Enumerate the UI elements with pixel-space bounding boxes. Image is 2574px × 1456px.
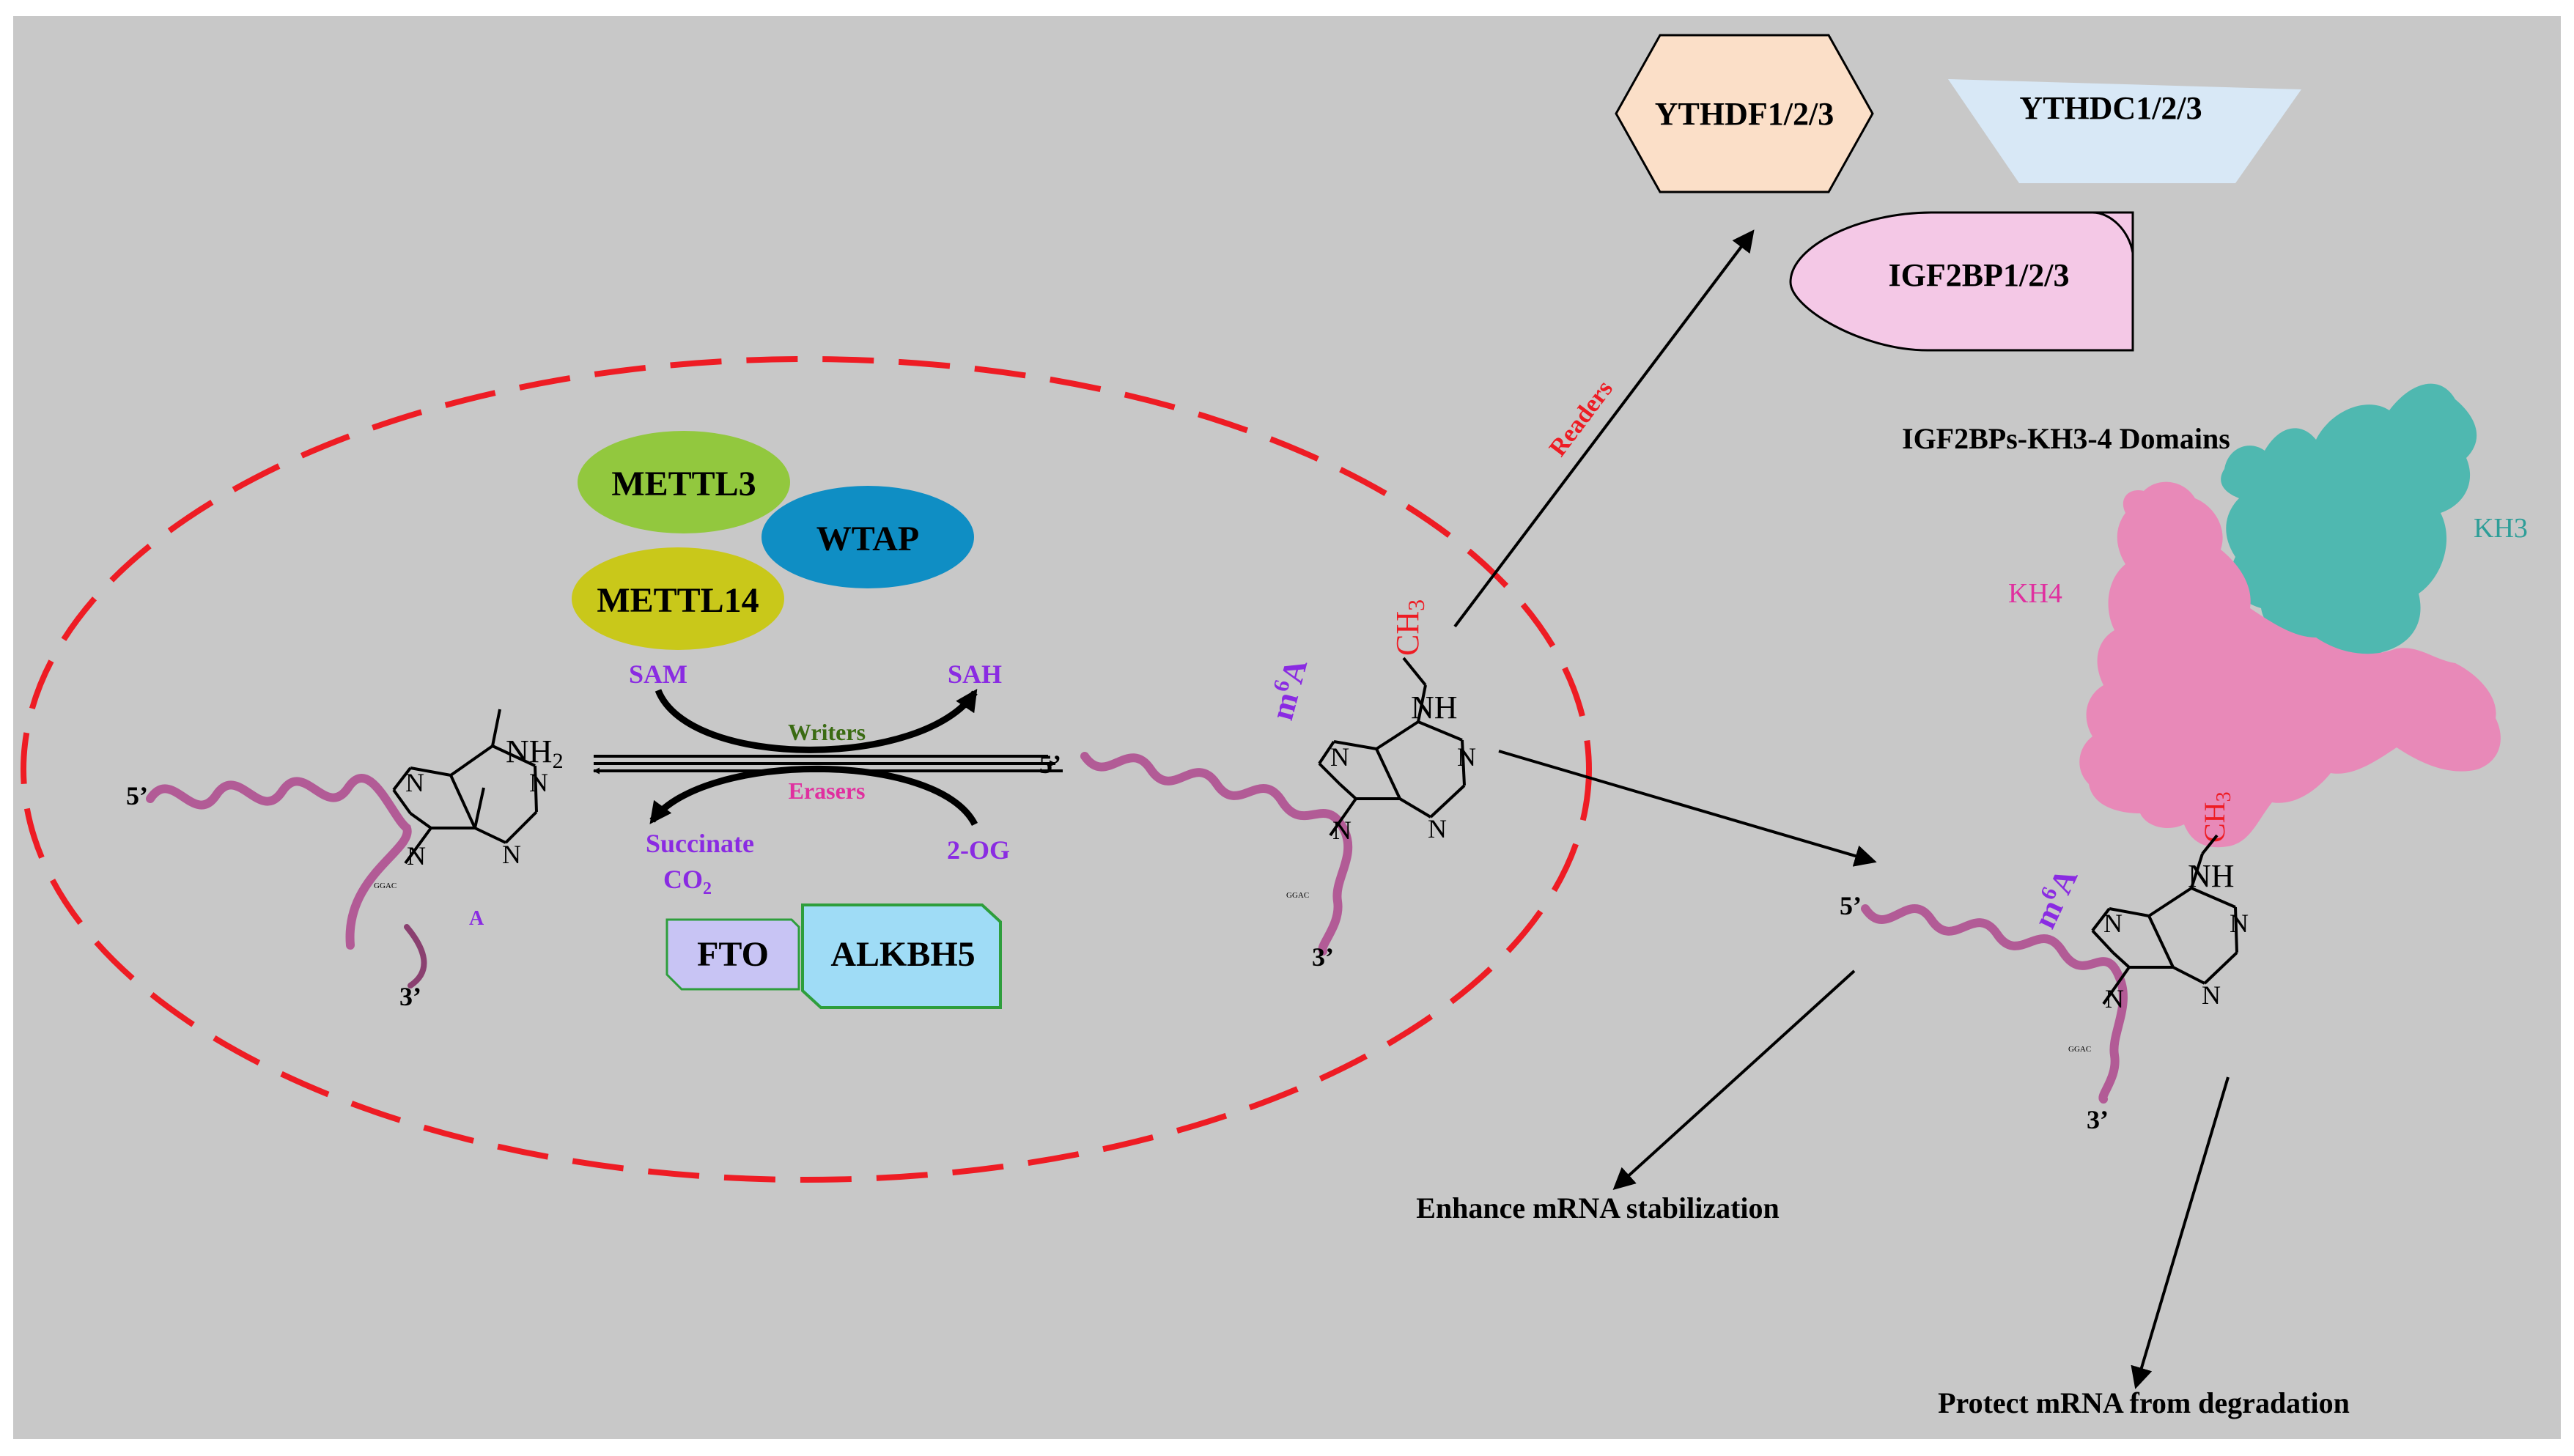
reader-igf2bp: IGF2BP1/2/3 [1789,211,2134,352]
right-n-3: N [2202,980,2221,1010]
co2-label: CO2 [663,865,712,898]
stabilization-arrow [1612,969,1856,1191]
eraser-fto: FTO [665,918,800,991]
erasers-label: Erasers [789,777,866,804]
middle-n-9: N [1332,816,1351,845]
protein-ch3: CH3 [2198,791,2235,843]
right-three-prime: 3’ [2087,1105,2109,1134]
middle-purine-ring [1318,657,1466,837]
alkbh5-shape [801,903,1002,1009]
mettl14-shape [572,547,784,650]
mettl14-label: METTL14 [597,581,759,620]
protect-label: Protect mRNA from degradation [1938,1386,2350,1419]
middle-tag: GGAC [1286,891,1309,900]
right-rna-strand [1861,904,2128,1104]
protein-ch3-subscript: 3 [2213,791,2235,802]
co2-text: CO [663,865,703,894]
left-rna-strand [146,774,412,950]
reader-ythdf: YTHDF1/2/3 [1615,34,1874,193]
right-tag: GGAC [2068,1045,2091,1054]
igf2bp-label: IGF2BP1/2/3 [1889,257,2070,293]
left-n-9: N [407,841,426,871]
fto-label: FTO [697,935,769,974]
kh4-label: KH4 [2008,578,2062,609]
succinate-label: Succinate [646,829,754,858]
kh3-domain-surface [2221,383,2477,657]
middle-three-prime: 3’ [1312,942,1334,972]
ythdf-shape [1615,34,1874,193]
alkbh5-label: ALKBH5 [830,935,975,974]
igf2bp-shape [1789,211,2134,352]
wtap-label: WTAP [816,520,919,558]
igf2bp-kh-domains-structure: CH3 [2079,383,2501,848]
sam-label: SAM [629,659,687,689]
left-purine-ring [392,709,538,865]
left-nh2-subscript: 2 [553,749,564,773]
writers-label: Writers [788,719,866,745]
writers-erasers-boundary [21,356,1592,1183]
middle-five-prime: 5’ [1039,750,1061,779]
left-n-1: N [529,768,548,797]
fto-shape [665,918,800,991]
left-nh2-text: NH [506,733,553,769]
ythdc-shape [1948,79,2301,183]
left-n-3: N [502,840,521,869]
co2-subscript: 2 [703,879,712,898]
writer-complex: METTL3 WTAP METTL14 [572,431,974,650]
protein-title: IGF2BPs-KH3-4 Domains [1902,422,2230,455]
right-n-1: N [2230,909,2249,938]
two-og-label: 2-OG [947,835,1010,865]
protection-arrow [2131,1076,2230,1389]
og-to-succinate-arc [649,765,978,827]
to-reader-bound-arrow [1498,750,1877,867]
middle-n-7: N [1330,742,1349,772]
right-n-9: N [2105,984,2124,1013]
reader-ythdc: YTHDC1/2/3 [1948,79,2301,183]
sah-label: SAH [948,659,1002,689]
left-a-label: A [469,907,484,930]
right-m6a-molecule: 5’ 3’ GGAC N N N N NH m6A [1840,834,2249,1134]
readers-arrow [1453,229,1755,628]
left-three-prime: 3’ [399,982,421,1011]
middle-ch3-text: CH [1390,611,1426,656]
eraser-alkbh5: ALKBH5 [801,903,1002,1009]
kh4-domain-surface [2079,481,2501,848]
mettl3-label: METTL3 [611,465,756,503]
left-nh2: NH2 [506,733,564,773]
middle-ch3-subscript: 3 [1403,599,1429,611]
right-five-prime: 5’ [1840,891,1862,920]
left-tag: GGAC [374,882,397,890]
mettl3-shape [578,431,790,533]
wtap-shape [761,486,974,588]
ythdf-label: YTHDF1/2/3 [1655,96,1834,132]
middle-n-3: N [1428,814,1447,843]
left-five-prime: 5’ [126,781,148,810]
middle-n-1: N [1457,742,1476,772]
middle-nh: NH [1411,690,1458,725]
protein-ch3-text: CH [2198,802,2231,843]
kh3-label: KH3 [2474,513,2528,544]
sam-to-sah-arc [654,689,978,753]
left-n-7: N [405,768,424,797]
left-rna-strand-tail [404,924,427,988]
middle-rna-strand [1080,752,1353,956]
right-purine-ring [2091,834,2238,1005]
right-n-7: N [2103,909,2123,938]
left-adenosine-molecule: 5’ 3’ GGAC N N N N NH2 A [126,709,564,1011]
middle-ch3: CH3 [1390,599,1429,656]
ythdc-label: YTHDC1/2/3 [2019,90,2202,126]
stabilization-label: Enhance mRNA stabilization [1416,1191,1780,1224]
right-nh: NH [2188,858,2235,894]
